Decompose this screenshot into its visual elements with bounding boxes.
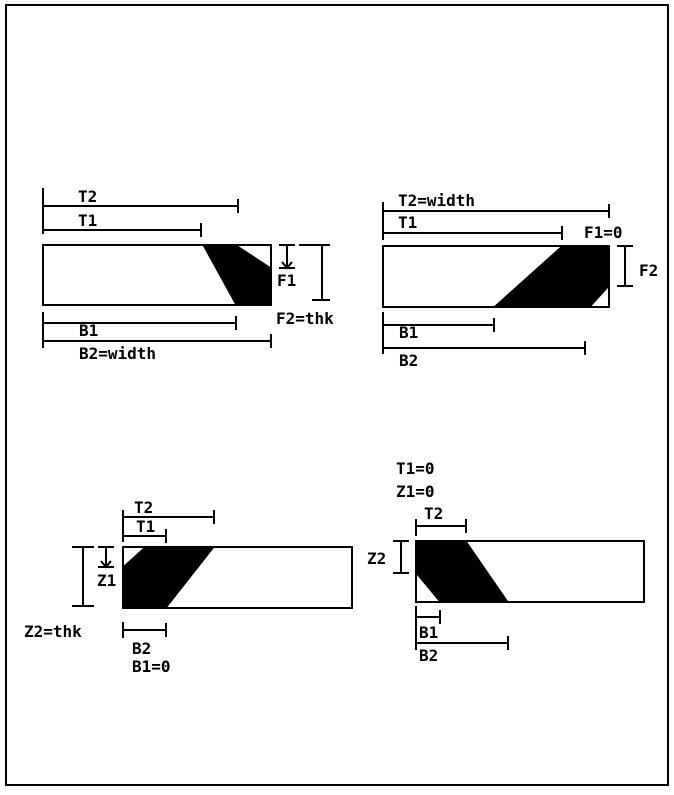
diagram-4-z1-label: Z1=0 [396, 482, 435, 501]
diagram-3-z1-label: Z1 [97, 571, 116, 590]
diagram-1-f1-label: F1 [277, 271, 296, 290]
diagram-3: T2 T1 Z1 Z2=thk B2 B1=0 [24, 498, 353, 676]
diagram-2-b2-label: B2 [399, 351, 418, 370]
diagram-4-shaded-region [415, 540, 509, 603]
diagram-4-z2-label: Z2 [367, 549, 386, 568]
diagram-3-b2-label: B2 [132, 639, 151, 658]
diagram-4-t1-label: T1=0 [396, 459, 435, 478]
page-frame [5, 4, 669, 786]
diagram-3-b1-label: B1=0 [132, 657, 171, 676]
diagram-3-shaded-region [122, 546, 216, 609]
diagram-2-b1-label: B1 [399, 323, 418, 342]
diagram-2-shaded-region [492, 245, 610, 308]
diagram-3-t2-label: T2 [134, 498, 153, 517]
diagram-1-shaded-region [202, 244, 272, 306]
diagram-4: T1=0 Z1=0 T2 Z2 B1 B2 [367, 459, 645, 665]
diagram-2: T2=width T1 F1=0 F2 B1 B2 [382, 191, 658, 370]
diagram-3-z2-label: Z2=thk [24, 622, 82, 641]
diagram-3-t1-label: T1 [136, 517, 155, 536]
diagram-2-f2-label: F2 [639, 261, 658, 280]
diagram-1-b2-label: B2=width [79, 344, 156, 363]
diagram-1-f2-label: F2=thk [276, 309, 334, 328]
diagram-4-b2-label: B2 [419, 646, 438, 665]
diagram-2-t2-label: T2=width [398, 191, 475, 210]
diagram-1-t1-label: T1 [78, 211, 97, 230]
diagram-4-b1-label: B1 [419, 623, 438, 642]
diagram-4-t2-label: T2 [424, 504, 443, 523]
diagram-2-f1-label: F1=0 [584, 223, 623, 242]
diagram-2-t1-label: T1 [398, 213, 417, 232]
diagram-1-t2-label: T2 [78, 187, 97, 206]
diagram-1: T2 T1 F1 F2=thk B1 B2=width [42, 187, 334, 363]
diagram-1-b1-label: B1 [79, 321, 98, 340]
